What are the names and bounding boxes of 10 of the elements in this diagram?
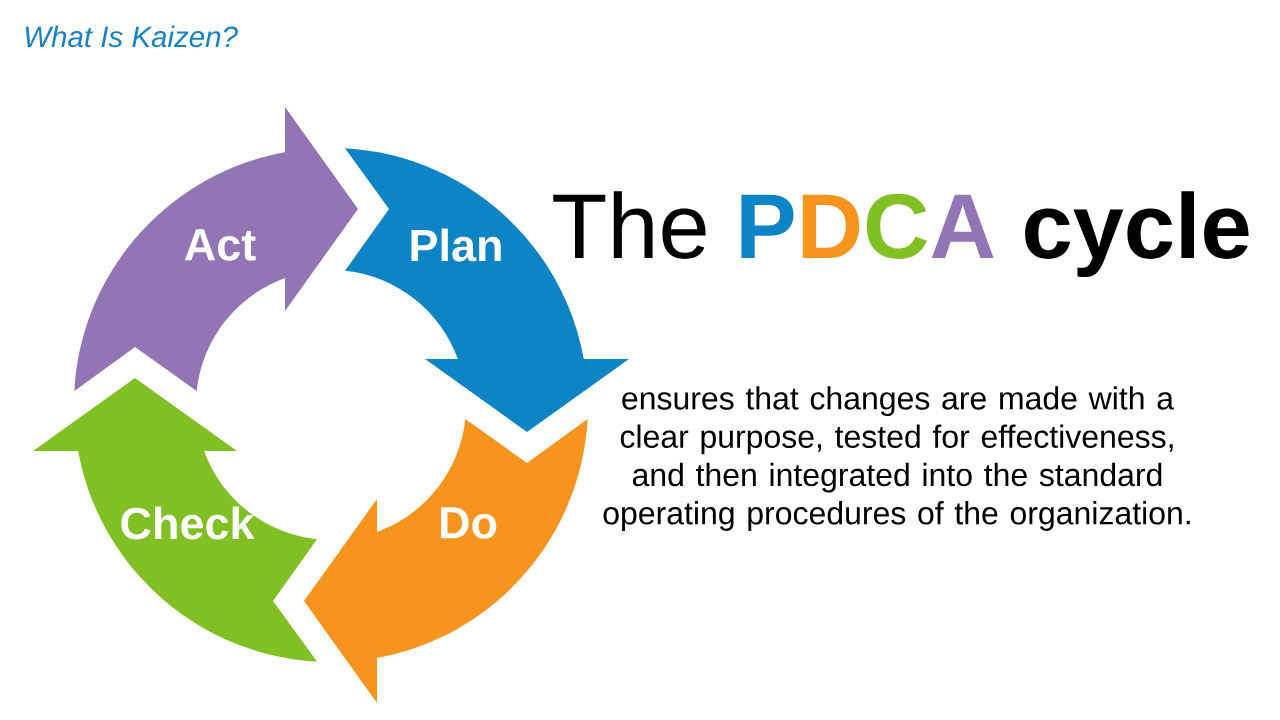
arrowhead bbox=[285, 107, 358, 311]
node-label: Act bbox=[184, 229, 256, 261]
node-label: Do bbox=[441, 507, 497, 539]
header-text: What Is Kaizen? bbox=[25, 25, 238, 48]
arrowhead bbox=[304, 499, 377, 703]
node-label: Plan bbox=[411, 228, 501, 262]
arrowhead bbox=[425, 359, 629, 432]
body-text: ensures that changes are made with a clear purpose, tested for effectiveness, and then integrated into the standard operating procedures of the organization. bbox=[603, 386, 1190, 531]
node-label: Check bbox=[121, 506, 255, 540]
arrowhead bbox=[33, 378, 237, 451]
